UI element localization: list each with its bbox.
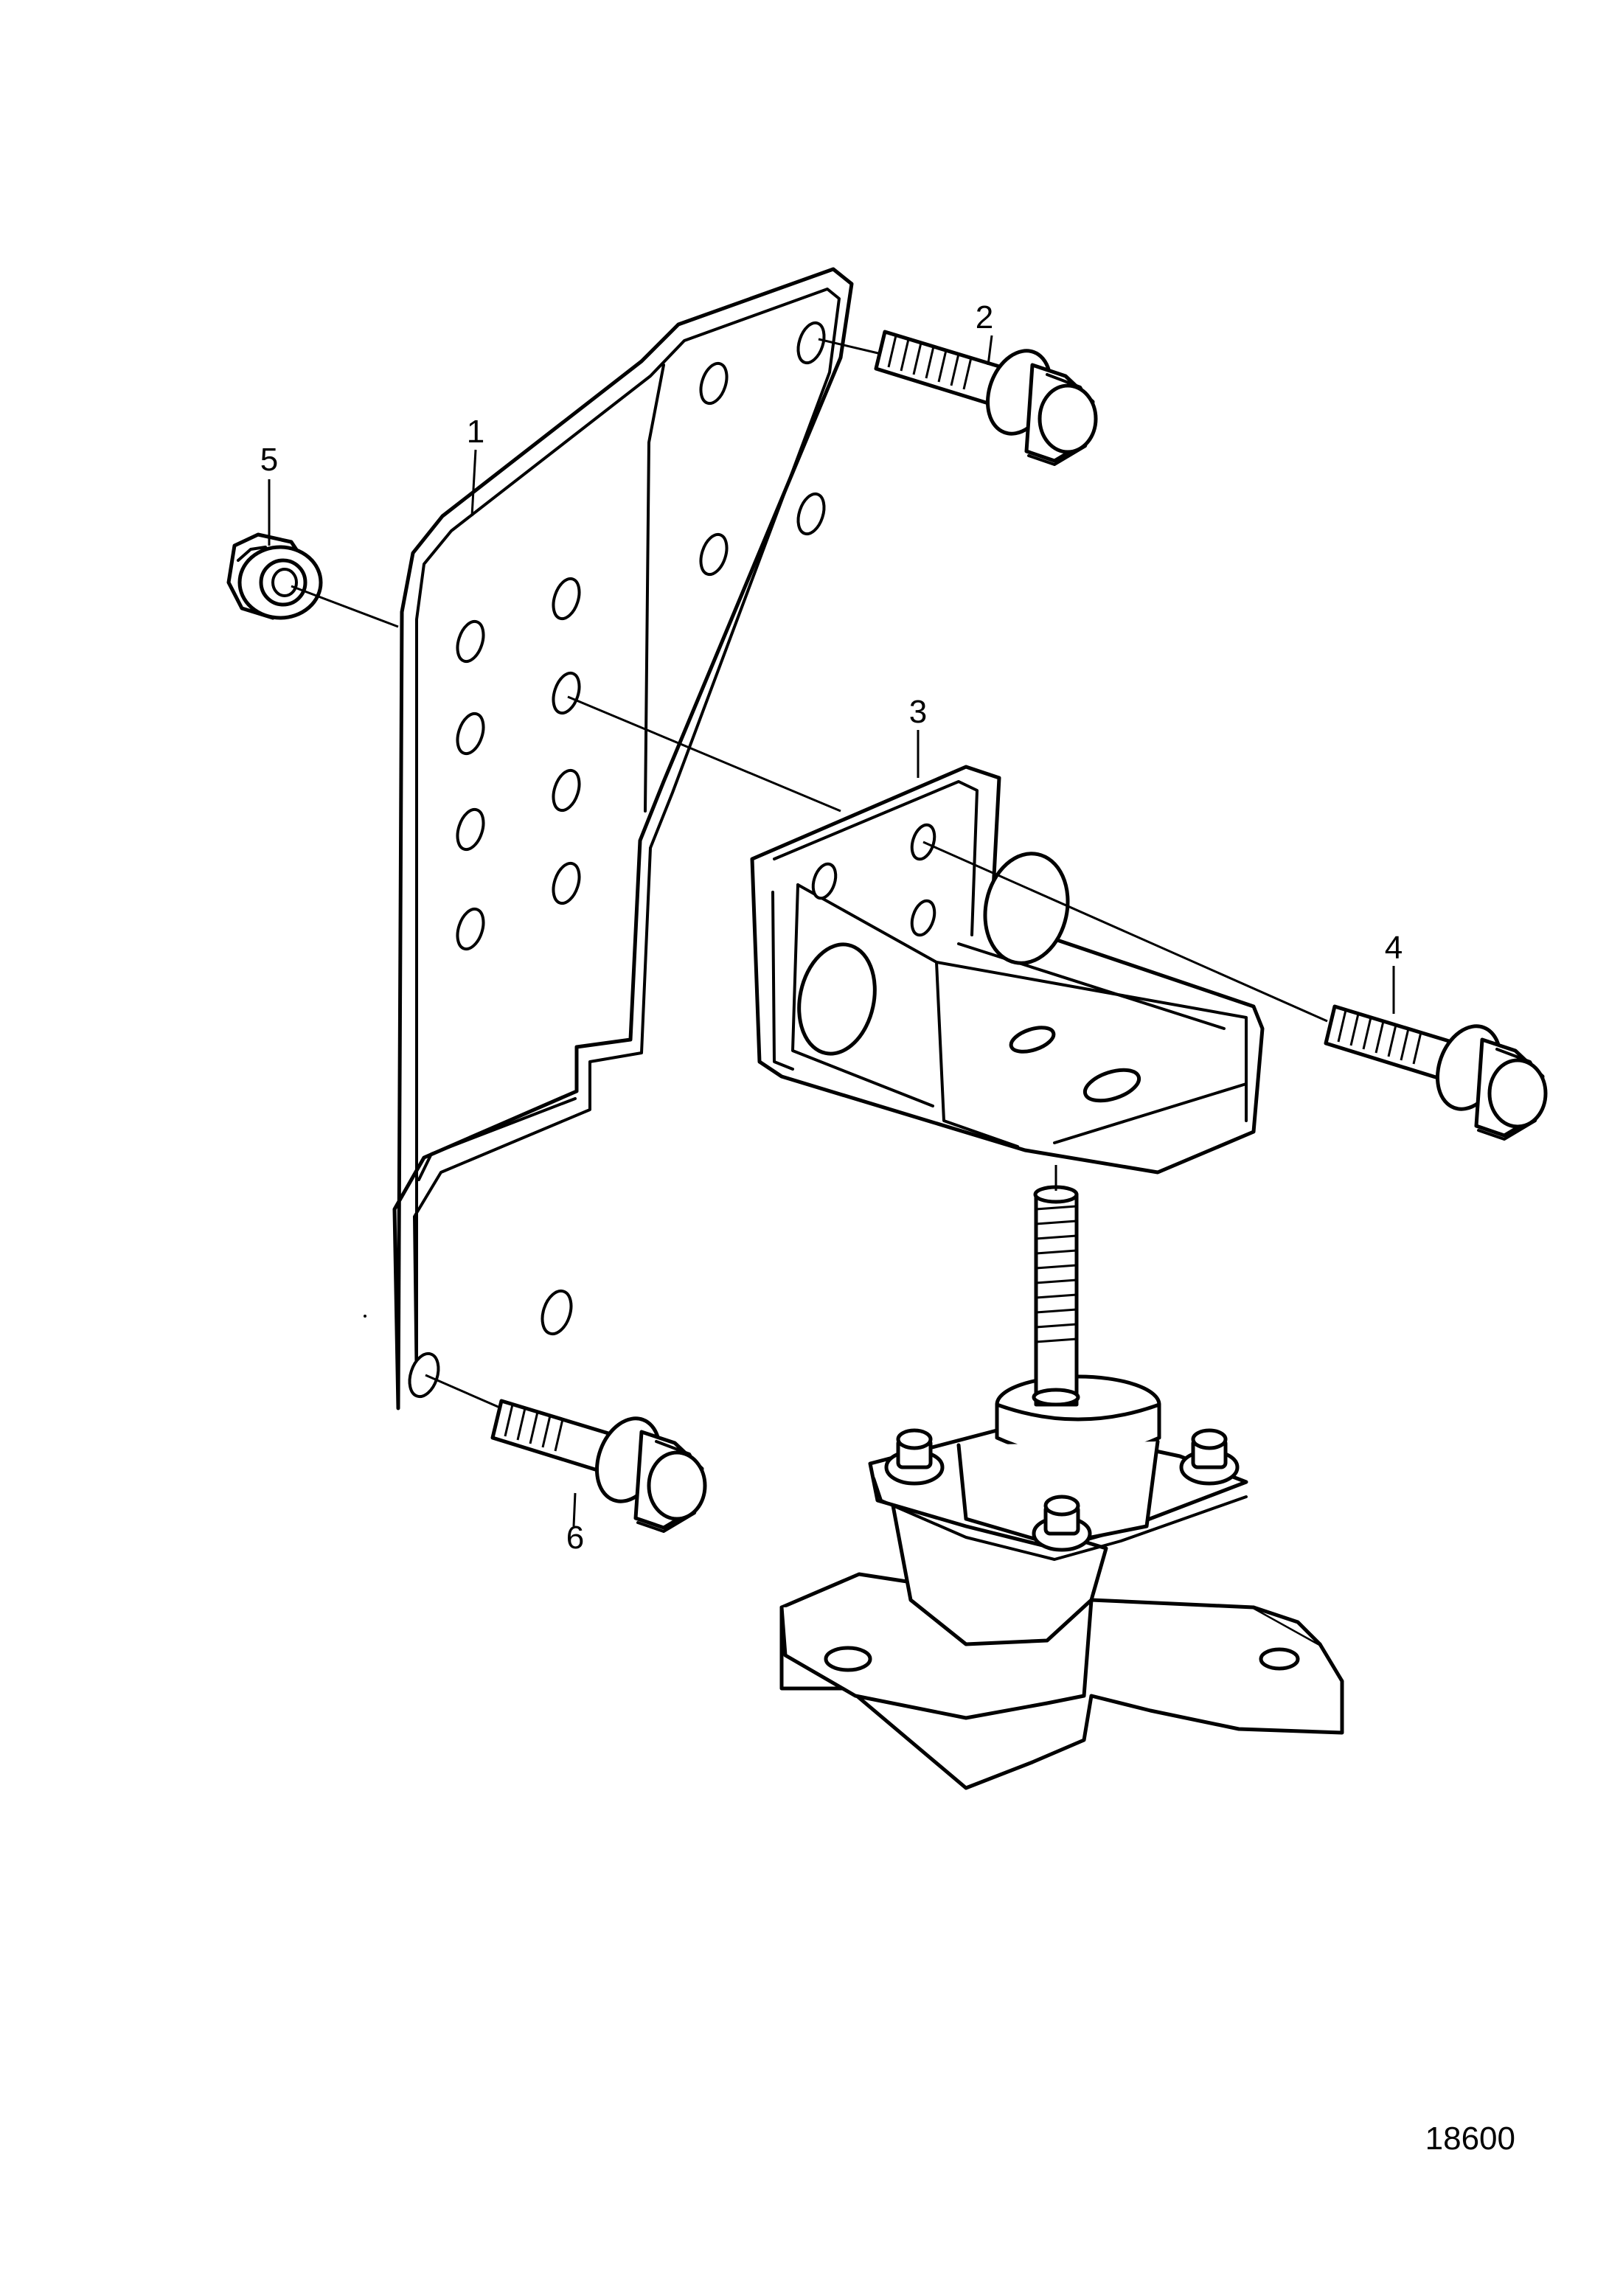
callout-labels: 1 2 3 4 5 6 bbox=[260, 299, 1403, 1556]
bolt-bottom bbox=[490, 1399, 707, 1533]
plate-holes bbox=[408, 321, 826, 1399]
bolt-right bbox=[1324, 1004, 1548, 1141]
figure-number: 18600 bbox=[1425, 2121, 1515, 2157]
callout-6: 6 bbox=[566, 1520, 584, 1556]
callout-1: 1 bbox=[467, 414, 484, 450]
flange-nut bbox=[226, 532, 323, 620]
callout-4: 4 bbox=[1385, 930, 1403, 966]
mounting-plate bbox=[392, 267, 854, 1410]
leader-lines bbox=[268, 335, 1395, 1527]
engine-bracket bbox=[750, 765, 1265, 1175]
rubber-engine-mount bbox=[779, 1185, 1344, 1790]
callout-5: 5 bbox=[260, 442, 278, 478]
callout-2: 2 bbox=[976, 299, 993, 335]
callout-3: 3 bbox=[909, 694, 927, 730]
bolt-top bbox=[874, 330, 1098, 466]
mount-bolts bbox=[884, 1428, 1240, 1552]
